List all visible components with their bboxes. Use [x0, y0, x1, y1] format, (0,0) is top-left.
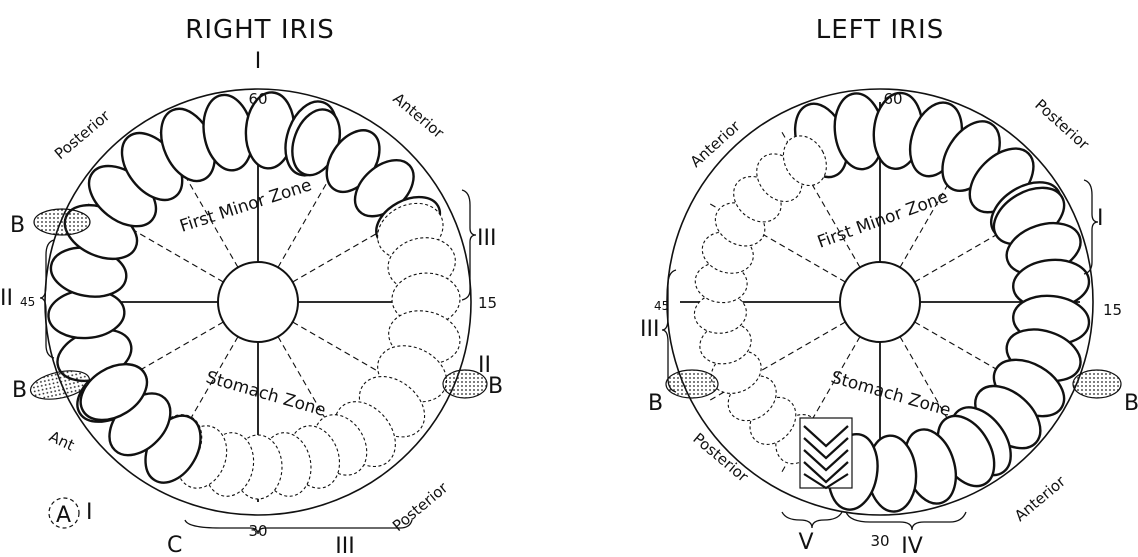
left-iris-posterior-bottom: Posterior [689, 429, 752, 486]
left-iris-diagram: LEFT IRIS 60 15 45 30 I III V IV B B Ant… [640, 15, 1138, 557]
right-iris-a: A [56, 503, 71, 528]
left-iris-roman-right: I [1097, 206, 1104, 231]
left-iris-brace-right [1084, 180, 1098, 274]
left-iris-title: LEFT IRIS [816, 15, 944, 45]
right-iris-roman-right-upper: III [477, 226, 496, 251]
right-iris-roman-top: I [255, 49, 262, 74]
left-iris-hatched-block [800, 418, 852, 488]
right-iris-b-right: B [488, 374, 503, 399]
left-iris-num-bottom: 30 [870, 532, 889, 550]
left-iris-brace-bottom-left [782, 512, 842, 528]
right-iris-dotted-lobe-upper-left [34, 209, 90, 235]
right-iris-anterior-top: Anterior [389, 89, 448, 142]
left-iris-num-left: 45 [654, 299, 669, 313]
left-iris-num-top: 60 [883, 90, 902, 108]
right-iris-c: C [167, 533, 182, 557]
left-iris-pupil [840, 262, 920, 342]
left-iris-posterior-top: Posterior [1031, 96, 1093, 154]
right-iris-pupil [218, 262, 298, 342]
left-iris-anterior-top: Anterior [687, 117, 745, 171]
right-iris-diagram: RIGHT IRIS I 60 15 45 30 III II II III I… [0, 15, 503, 557]
right-iris-roman-left: II [0, 286, 13, 311]
right-iris-posterior-bottom: Posterior [389, 478, 452, 535]
left-iris-stomach-zone: Stomach Zone [829, 368, 953, 421]
right-iris-brace-left [40, 240, 54, 358]
left-iris-roman-left: III [640, 317, 659, 342]
left-iris-b-right: B [1124, 391, 1138, 416]
left-iris-first-minor-zone: First Minor Zone [815, 187, 951, 253]
right-iris-ant: Ant [46, 427, 77, 454]
right-iris-num-left: 45 [20, 295, 35, 309]
right-iris-brace-right [462, 190, 476, 300]
left-iris-roman-bottom-right: IV [901, 534, 923, 557]
right-iris-num-right: 15 [478, 294, 497, 312]
right-iris-brace-bottom [185, 520, 412, 534]
left-iris-b-left: B [648, 391, 663, 416]
left-iris-roman-bottom-left: V [798, 530, 813, 555]
right-iris-b-lower-left: B [12, 378, 27, 403]
right-iris-title: RIGHT IRIS [185, 15, 334, 45]
right-iris-first-minor-zone: First Minor Zone [177, 175, 314, 236]
left-iris-dotted-lobe-left [666, 370, 718, 398]
right-iris-roman-bottom-mid: III [335, 534, 354, 557]
left-iris-anterior-bottom: Anterior [1011, 472, 1070, 525]
right-iris-roman-bottom-left: I [86, 500, 93, 525]
right-iris-stomach-zone: Stomach Zone [204, 368, 328, 421]
right-iris-b-upper-left: B [10, 213, 25, 238]
left-iris-num-right: 15 [1103, 301, 1122, 319]
left-iris-dotted-lobe-right [1073, 370, 1121, 398]
right-iris-num-top: 60 [248, 90, 267, 108]
